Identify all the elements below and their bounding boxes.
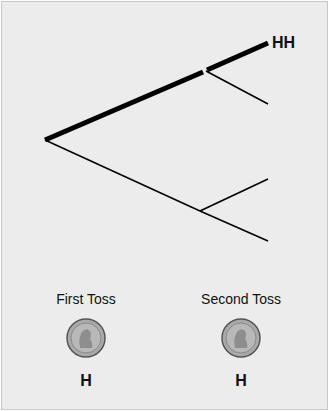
coin-result: H: [80, 372, 92, 390]
outcome-label: HH: [272, 34, 295, 52]
tree-branch: [200, 179, 268, 211]
thick-branch: [207, 43, 268, 70]
tree-branch: [45, 140, 200, 211]
tree-branch: [200, 211, 268, 241]
thick-branch: [45, 72, 203, 140]
toss-heading: Second Toss: [201, 291, 281, 307]
coin-icon: [222, 319, 260, 357]
toss-heading: First Toss: [56, 291, 116, 307]
coin-icon: [67, 319, 105, 357]
coin-result: H: [235, 372, 247, 390]
tree-branch: [206, 71, 268, 104]
